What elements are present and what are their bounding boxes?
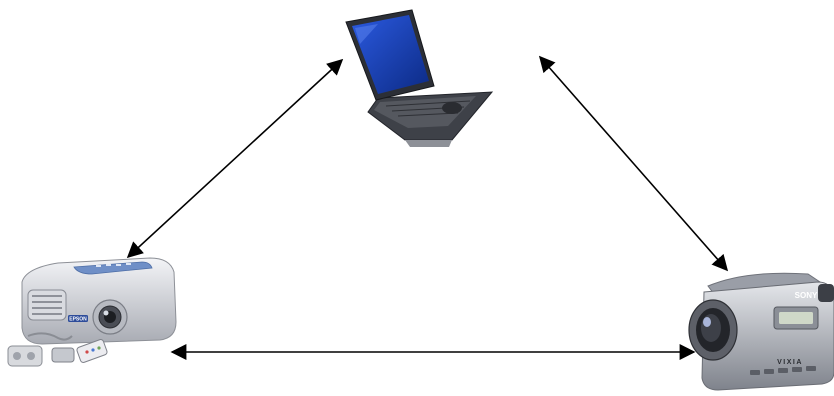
projector-accessories — [7, 332, 108, 367]
projector-icon: EPSON — [7, 257, 177, 367]
laptop-icon — [345, 9, 494, 147]
arrow-laptop-projector — [126, 58, 344, 259]
arrow-laptop-camcorder — [538, 55, 729, 272]
camcorder-brand-label: SONY — [795, 291, 818, 300]
connections — [126, 55, 729, 360]
camcorder-icon: SONY VIXIA — [688, 272, 834, 391]
camcorder-model-label: VIXIA — [777, 359, 803, 366]
projector-brand-label: EPSON — [69, 317, 87, 323]
